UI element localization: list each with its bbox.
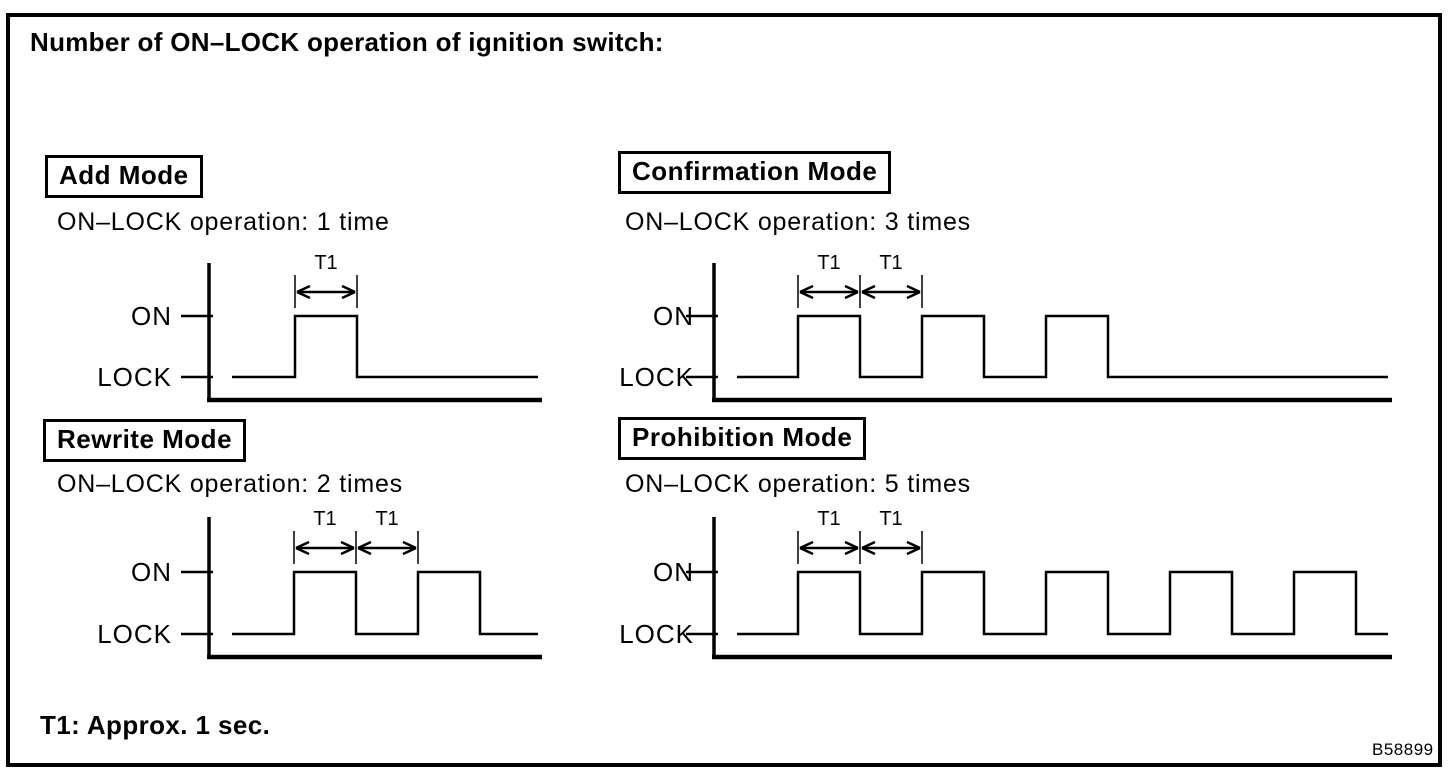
t1-arrowhead-left	[296, 290, 311, 300]
t1-arrowhead-left	[861, 290, 876, 300]
t1-arrowhead-right	[844, 546, 859, 556]
t1-interval-label: T1	[314, 252, 337, 274]
operation-count-label: ON–LOCK operation: 3 times	[625, 208, 971, 236]
t1-arrowhead-right	[340, 540, 355, 550]
t1-interval-label: T1	[313, 510, 336, 530]
ignition-waveform	[232, 314, 538, 379]
t1-arrowhead-left	[799, 290, 814, 300]
on-level-label: ON	[653, 557, 694, 587]
t1-arrowhead-left	[357, 540, 372, 550]
on-level-label: ON	[131, 557, 172, 587]
on-level-label: ON	[653, 301, 694, 331]
t1-arrowhead-right	[341, 284, 356, 294]
t1-arrowhead-right	[844, 290, 859, 300]
t1-arrowhead-left	[799, 284, 814, 294]
t1-arrowhead-left	[295, 546, 310, 556]
t1-arrowhead-right	[340, 546, 355, 556]
t1-arrowhead-right	[402, 540, 417, 550]
t1-arrowhead-left	[861, 540, 876, 550]
mode-name: Confirmation Mode	[632, 156, 878, 186]
figure-code: B58899	[1372, 740, 1434, 759]
operation-count-label: ON–LOCK operation: 1 time	[57, 208, 390, 236]
t1-arrowhead-left	[799, 546, 814, 556]
t1-interval-label: T1	[375, 510, 398, 530]
t1-arrowhead-left	[861, 546, 876, 556]
t1-interval-label: T1	[817, 510, 840, 530]
mode-label-box-prohibition: Prohibition Mode	[618, 417, 867, 460]
figure-title: Number of ON–LOCK operation of ignition …	[30, 27, 664, 57]
t1-arrowhead-right	[844, 540, 859, 550]
t1-interval-label: T1	[879, 252, 902, 274]
timing-diagram-confirmation: ON LOCK T1 T1	[619, 252, 1392, 403]
figure-border	[6, 13, 1442, 767]
operation-count-label: ON–LOCK operation: 5 times	[625, 470, 971, 498]
t1-arrowhead-right	[402, 546, 417, 556]
t1-arrowhead-left	[799, 540, 814, 550]
ignition-waveform	[737, 314, 1388, 379]
mode-label-box-confirmation: Confirmation Mode	[618, 151, 892, 194]
timing-diagram-prohibition: ON LOCK T1 T1	[619, 510, 1392, 660]
t1-arrowhead-left	[861, 284, 876, 294]
t1-arrowhead-right	[906, 284, 921, 294]
lock-level-label: LOCK	[97, 619, 172, 649]
on-level-label: ON	[131, 301, 172, 331]
t1-interval-label: T1	[817, 252, 840, 274]
t1-arrowhead-left	[295, 540, 310, 550]
t1-arrowhead-right	[844, 284, 859, 294]
t1-arrowhead-right	[341, 290, 356, 300]
mode-label-box-add: Add Mode	[45, 155, 203, 198]
timing-diagram-add: ON LOCK T1	[97, 252, 542, 403]
ignition-waveform	[232, 570, 538, 636]
mode-label-box-rewrite: Rewrite Mode	[43, 419, 247, 462]
lock-level-label: LOCK	[97, 362, 172, 392]
mode-name: Rewrite Mode	[57, 424, 233, 454]
ignition-waveform	[737, 570, 1388, 636]
t1-footnote: T1: Approx. 1 sec.	[40, 710, 271, 740]
t1-arrowhead-left	[357, 546, 372, 556]
timing-diagram-rewrite: ON LOCK T1 T1	[97, 510, 542, 660]
t1-arrowhead-right	[906, 546, 921, 556]
operation-count-label: ON–LOCK operation: 2 times	[57, 470, 403, 498]
lock-level-label: LOCK	[619, 619, 694, 649]
t1-arrowhead-right	[906, 540, 921, 550]
t1-arrowhead-right	[906, 290, 921, 300]
mode-name: Add Mode	[59, 160, 189, 190]
t1-interval-label: T1	[879, 510, 902, 530]
t1-arrowhead-left	[296, 284, 311, 294]
mode-name: Prohibition Mode	[632, 422, 853, 452]
lock-level-label: LOCK	[619, 362, 694, 392]
